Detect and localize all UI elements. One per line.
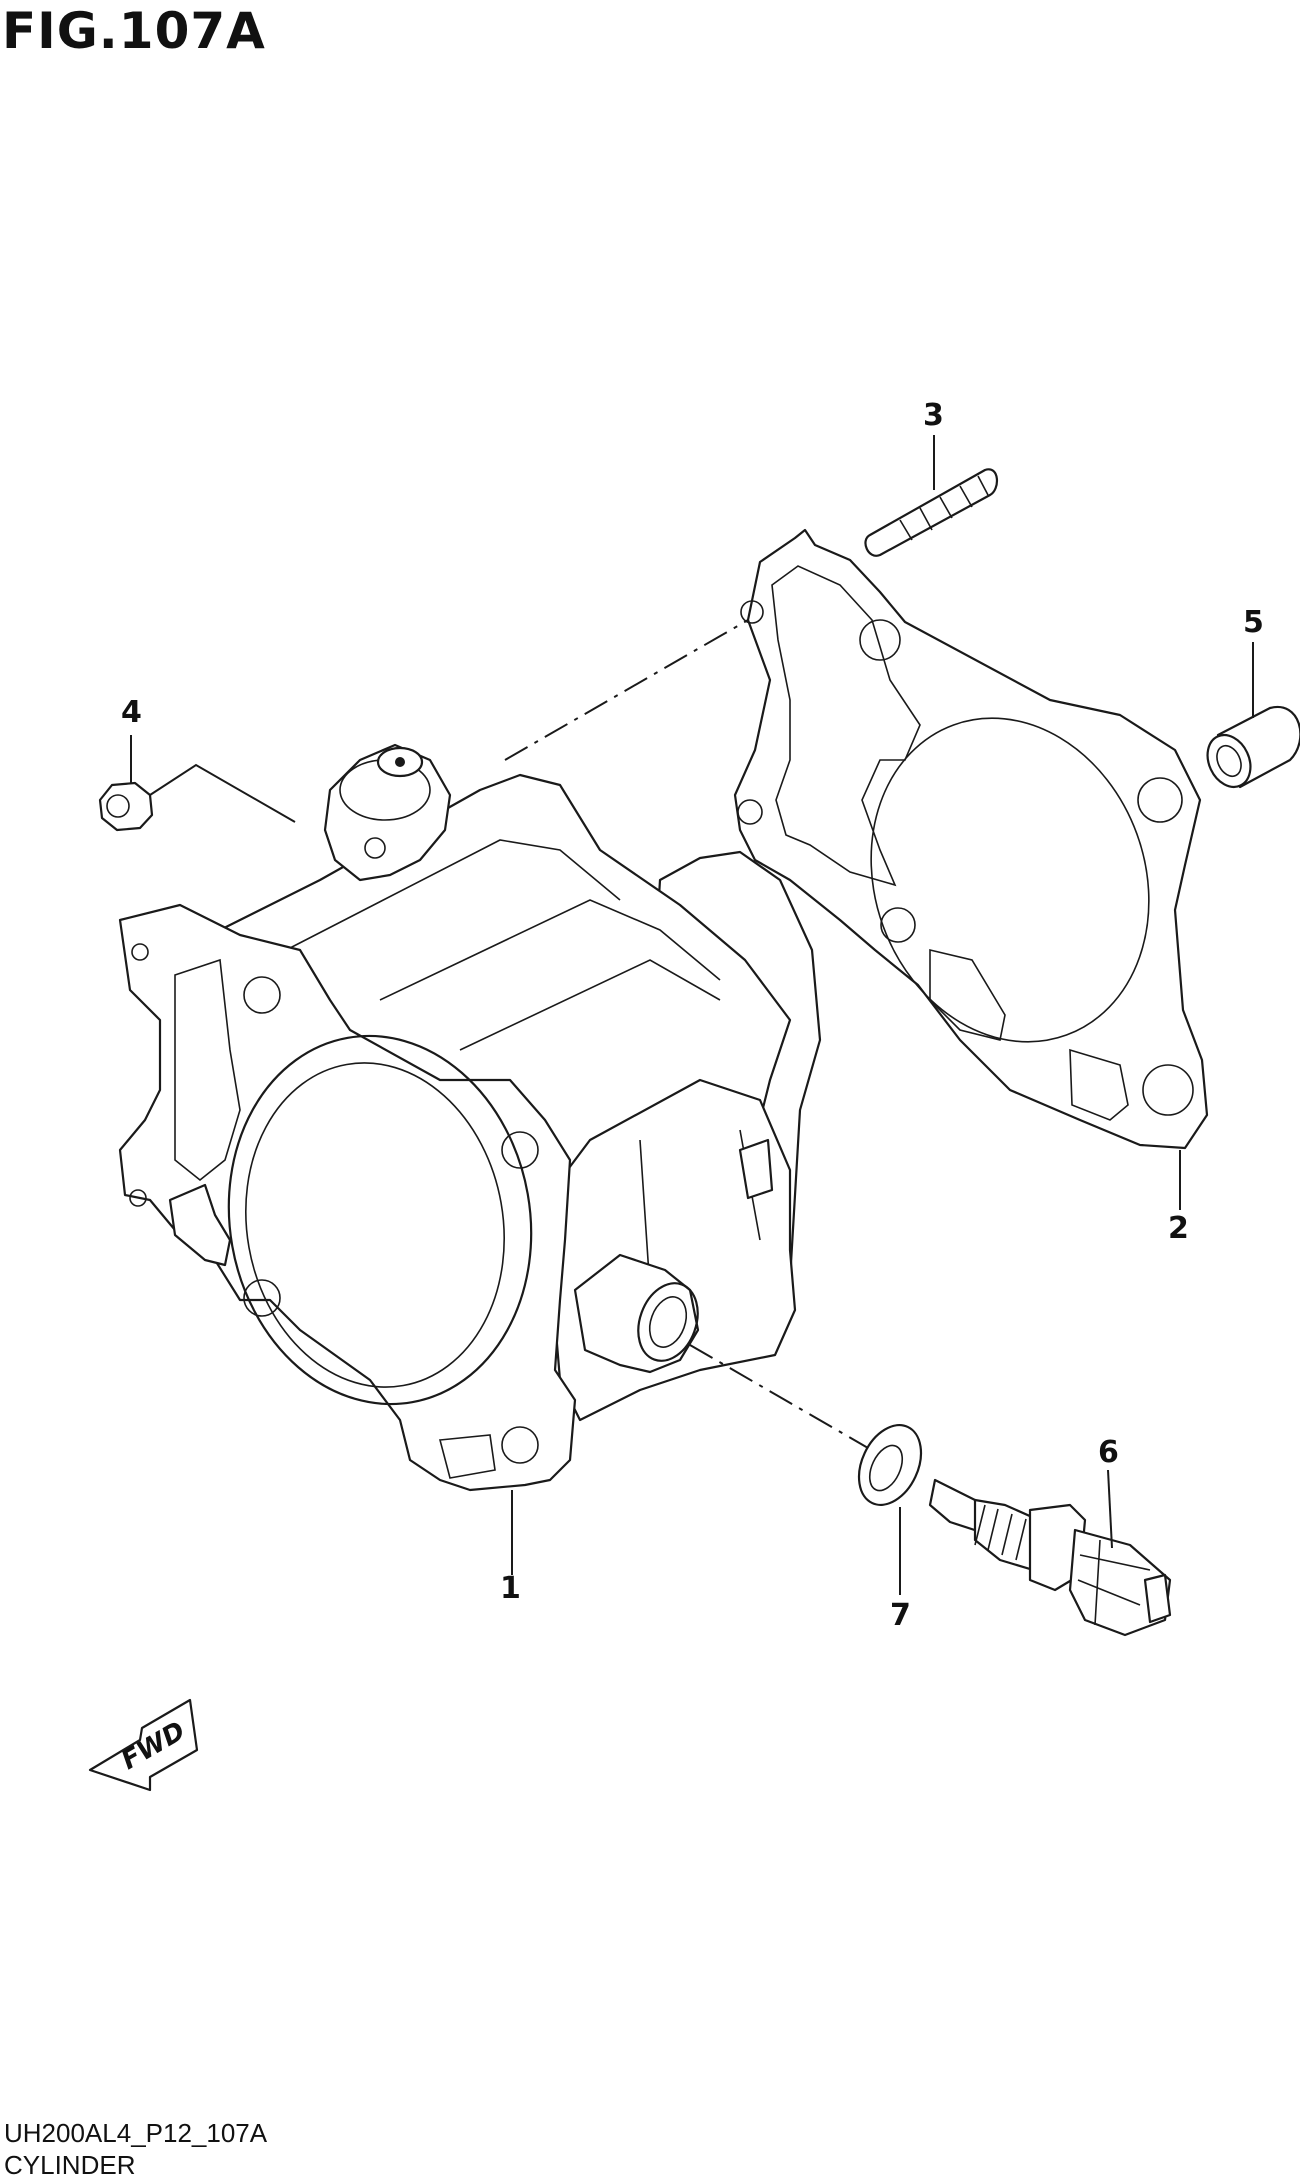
- figure-title: FIG.107A: [2, 2, 266, 60]
- part-1-cylinder[interactable]: [118, 743, 822, 1492]
- callout-1: 1: [500, 1571, 521, 1606]
- callout-3: 3: [923, 398, 944, 433]
- callout-4: 4: [121, 695, 142, 730]
- part-7-washer[interactable]: [847, 1415, 933, 1515]
- assembly-line-stud: [504, 619, 749, 761]
- callout-6: 6: [1098, 1435, 1119, 1470]
- assembly-line-sensor: [689, 1344, 869, 1449]
- part-4-nut[interactable]: [98, 781, 154, 832]
- part-6-sensor[interactable]: [928, 1478, 1172, 1637]
- fwd-arrow-icon: FWD: [88, 1698, 199, 1792]
- figure-code: UH200AL4_P12_107A: [4, 2118, 268, 2148]
- callout-2: 2: [1168, 1211, 1189, 1246]
- part-5-dowel-pin[interactable]: [1199, 705, 1300, 794]
- leader-4: [130, 735, 296, 823]
- callout-7: 7: [890, 1598, 911, 1633]
- callout-5: 5: [1243, 605, 1264, 640]
- leader-6: [1107, 1469, 1113, 1549]
- part-2-gasket[interactable]: [733, 528, 1209, 1150]
- part-3-stud-bolt[interactable]: [864, 468, 998, 557]
- figure-name: CYLINDER: [4, 2150, 136, 2180]
